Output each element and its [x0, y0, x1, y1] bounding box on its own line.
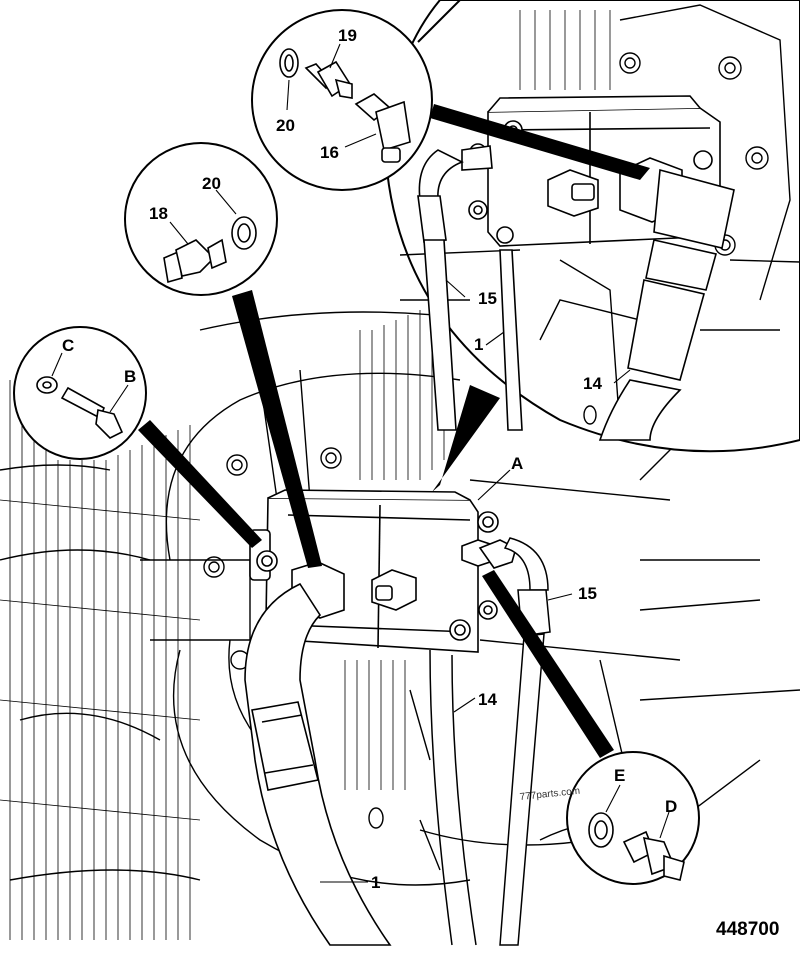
radiator-core: [0, 300, 445, 940]
figure-number: 448700: [716, 919, 779, 940]
callout-wedge-inset: [432, 385, 500, 492]
callout-labels: 19 20 16 18 20 15 1 14 C B A 15 14 E D 1: [62, 26, 677, 892]
callout-14-inset: 14: [583, 374, 602, 393]
callout-20-top: 20: [276, 116, 295, 135]
detail-circle-19-20-16: [251, 9, 650, 191]
hose-14: [429, 649, 477, 946]
callout-A: A: [511, 454, 523, 473]
detail-circle-18-20: [124, 142, 322, 568]
callout-20-left: 20: [202, 174, 221, 193]
callout-B: B: [124, 367, 136, 386]
callout-14: 14: [478, 690, 497, 709]
detail-circle-B-C: [13, 326, 262, 548]
callout-D: D: [665, 797, 677, 816]
callout-16: 16: [320, 143, 339, 162]
callout-15-inset: 15: [478, 289, 497, 308]
leader-lines: [51, 43, 670, 883]
callout-18: 18: [149, 204, 168, 223]
detail-circle-D-E: [482, 570, 700, 885]
callout-1: 1: [371, 873, 380, 892]
hose-1-main: [244, 582, 392, 946]
inset-frame-arc: [417, 0, 461, 43]
callout-19: 19: [338, 26, 357, 45]
callout-E: E: [614, 766, 625, 785]
callout-C: C: [62, 336, 74, 355]
magnified-pump-inset: [384, 0, 800, 453]
callout-15: 15: [578, 584, 597, 603]
callout-1-inset: 1: [474, 335, 483, 354]
